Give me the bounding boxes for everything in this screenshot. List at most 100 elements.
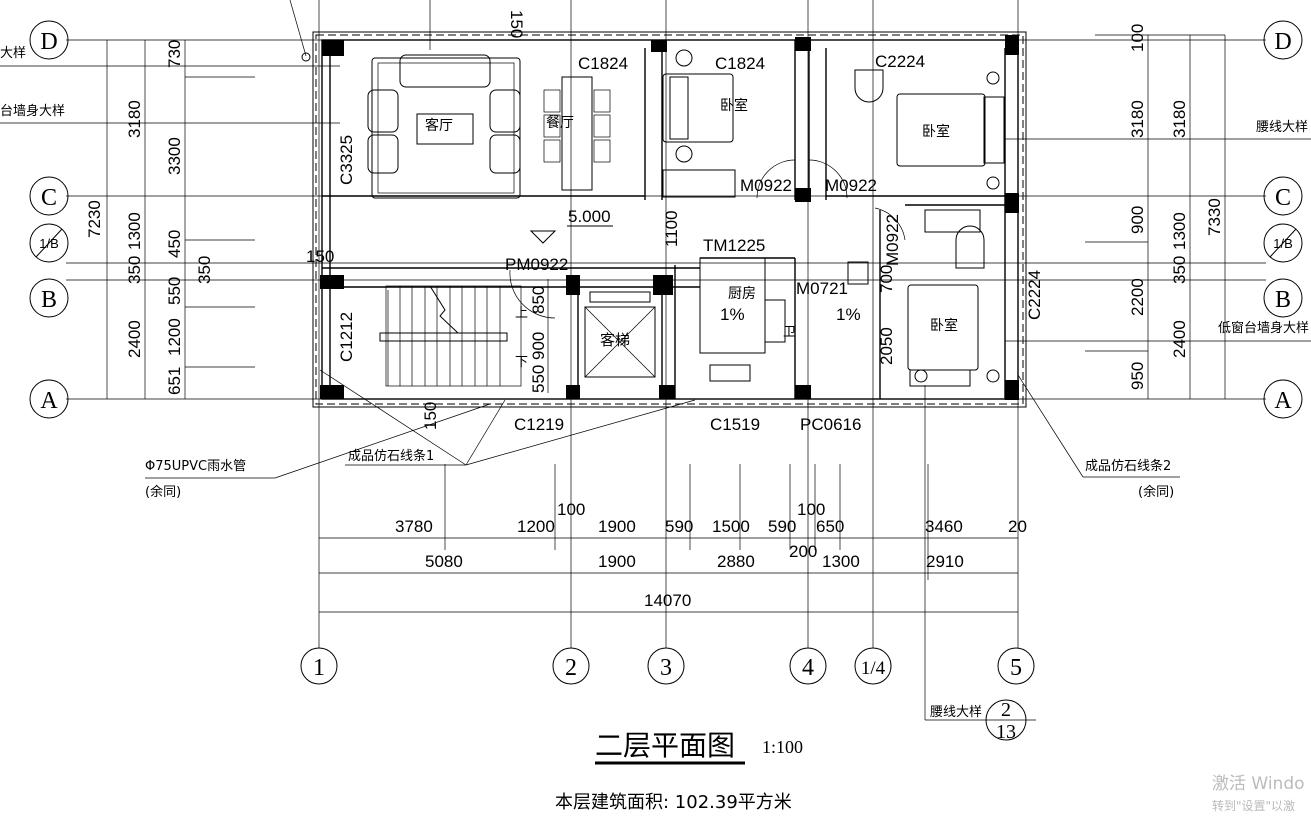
callout-downpipe: Φ75UPVC雨水管 xyxy=(145,459,246,474)
dim-left-mid: 350 xyxy=(125,256,144,284)
dim-150-top: 150 xyxy=(507,10,526,38)
dim-bottom-row2: 2880 xyxy=(717,552,755,571)
dim-150-bottom: 150 xyxy=(421,402,440,430)
building-walls xyxy=(312,31,1027,408)
callout-waist-detail-right: 腰线大样 xyxy=(1256,120,1308,135)
callout-same-right: (余同) xyxy=(1138,484,1174,500)
structural-columns xyxy=(320,35,1019,400)
axis-label-c-left: C xyxy=(41,185,57,211)
elevation-value: 5.000 xyxy=(568,207,611,226)
axis-label-2: 2 xyxy=(565,655,577,681)
room-labels: 客厅 餐厅 卧室 卧室 厨房 1% 客梯 卫 1% 卧室 xyxy=(425,97,958,349)
dim-right-inner: 100 xyxy=(1128,24,1147,52)
window-c2224-top: C2224 xyxy=(875,52,925,71)
axis-bubbles-bottom: 1 2 3 4 1/4 5 xyxy=(300,647,1035,685)
room-bedroom-3: 卧室 xyxy=(930,317,958,334)
dim-bottom-row2: 1900 xyxy=(598,552,636,571)
door-m0922-c: M0922 xyxy=(883,214,902,266)
dim-left-inner: 651 xyxy=(165,367,184,395)
dim-left-inner: 730 xyxy=(165,40,184,68)
axis-bubbles-left: D C 1/B B A xyxy=(29,20,69,419)
window-c1212: C1212 xyxy=(337,312,356,362)
kitchen-slope: 1% xyxy=(720,305,745,324)
dim-right-mid: 1300 xyxy=(1170,212,1189,250)
axis-label-b-left: B xyxy=(41,287,57,313)
door-m0721: M0721 xyxy=(796,279,848,298)
dim-900: 900 xyxy=(529,332,548,360)
detail-ref-number: 2 xyxy=(1001,699,1011,721)
axis-label-1b-right: 1/B xyxy=(1273,236,1293,251)
drawing-scale: 1:100 xyxy=(762,737,803,757)
floor-area-note: 本层建筑面积: 102.39平方米 xyxy=(555,792,792,813)
door-swings xyxy=(509,159,906,319)
dim-right-inner: 900 xyxy=(1128,206,1147,234)
bath-slope: 1% xyxy=(836,305,861,324)
dim-bottom-row1: 590 xyxy=(768,517,796,536)
dim-right-mid: 2400 xyxy=(1170,320,1189,358)
dim-left-inner: 450 xyxy=(165,230,184,258)
dim-left-inner: 1200 xyxy=(165,318,184,356)
bottom-dimensions: 3780 1200 100 1900 590 1500 590 100 650 … xyxy=(319,464,1027,613)
axis-label-1-4: 1/4 xyxy=(861,658,886,679)
axis-label-1: 1 xyxy=(313,655,325,681)
dim-bottom-row1: 1200 xyxy=(517,517,555,536)
callouts: 大样 台墙身大样 腰线大样 低窗台墙身大样 Φ75UPVC雨水管 (余同) 成品… xyxy=(0,0,1309,743)
dim-left-mid: 3180 xyxy=(125,100,144,138)
door-pm0922: PM0922 xyxy=(505,255,568,274)
dim-right-mid: 350 xyxy=(1170,256,1189,284)
right-dimensions: 100 3180 900 2200 950 3180 1300 350 2400… xyxy=(1085,24,1226,399)
room-kitchen: 厨房 xyxy=(728,286,756,302)
window-c1824-a: C1824 xyxy=(578,54,628,73)
dim-bottom-row2: 5080 xyxy=(425,552,463,571)
callout-sill-detail-left: 台墙身大样 xyxy=(0,103,65,119)
window-c2224-right: C2224 xyxy=(1025,270,1044,320)
elevation-mark: 5.000 xyxy=(529,207,613,244)
dim-150-left: 150 xyxy=(306,247,334,266)
axis-label-5: 5 xyxy=(1010,655,1022,681)
dim-bottom-row1: 3780 xyxy=(395,517,433,536)
window-c1824-b: C1824 xyxy=(715,54,765,73)
stair-up-label: 上 xyxy=(515,306,528,321)
windows-activation-watermark: 激活 Windo 转到"设置"以激 xyxy=(1212,774,1305,813)
dim-left-inner: 350 xyxy=(195,256,214,284)
room-bedroom-2: 卧室 xyxy=(922,123,950,140)
dim-left-inner: 3300 xyxy=(165,137,184,175)
dim-right-7330: 7330 xyxy=(1205,198,1224,236)
dim-bottom-row1: 100 xyxy=(557,500,585,519)
axis-label-1b-left: 1/B xyxy=(39,236,59,251)
dim-right-inner: 2200 xyxy=(1128,278,1147,316)
axis-label-d-left: D xyxy=(40,29,57,55)
axis-label-4: 4 xyxy=(802,655,814,681)
dim-bottom-row1: 20 xyxy=(1008,517,1027,536)
drawing-title: 二层平面图 xyxy=(595,729,735,762)
dim-1100: 1100 xyxy=(662,210,681,247)
left-dimensions: 7230 3180 1300 350 2400 730 3300 450 350… xyxy=(85,40,255,399)
callout-stone-line-1: 成品仿石线条1 xyxy=(348,448,434,464)
window-c1519: C1519 xyxy=(710,415,760,434)
room-elevator: 客梯 xyxy=(600,331,630,349)
axis-label-c-right: C xyxy=(1275,185,1291,211)
dim-bottom-row2: 200 xyxy=(789,542,817,561)
dim-bottom-row1: 650 xyxy=(816,517,844,536)
callout-waist-detail-bottom: 腰线大样 xyxy=(930,705,982,720)
elevator xyxy=(584,291,656,378)
dim-bottom-row1: 1900 xyxy=(598,517,636,536)
watermark-line-1: 激活 Windo xyxy=(1212,774,1305,794)
dim-left-mid: 1300 xyxy=(125,212,144,250)
room-bath: 卫 xyxy=(783,325,796,340)
dim-bottom-row1: 590 xyxy=(665,517,693,536)
window-c1219: C1219 xyxy=(514,415,564,434)
door-m0922-b: M0922 xyxy=(825,176,877,195)
room-dining: 餐厅 xyxy=(546,115,574,131)
furniture xyxy=(367,49,1005,387)
callout-detail-top-left: 大样 xyxy=(0,46,26,61)
stair-down-label: 下 xyxy=(515,355,528,370)
detail-ref-sheet: 13 xyxy=(996,721,1016,743)
interior-dimensions: 150 150 150 1100 850 900 550 700 2050 xyxy=(306,10,896,430)
dim-left-inner: 550 xyxy=(165,277,184,305)
stair: 上 下 xyxy=(379,285,528,387)
dim-left-mid: 2400 xyxy=(125,320,144,358)
axis-label-d-right: D xyxy=(1274,29,1291,55)
callout-stone-line-2: 成品仿石线条2 xyxy=(1085,458,1171,474)
